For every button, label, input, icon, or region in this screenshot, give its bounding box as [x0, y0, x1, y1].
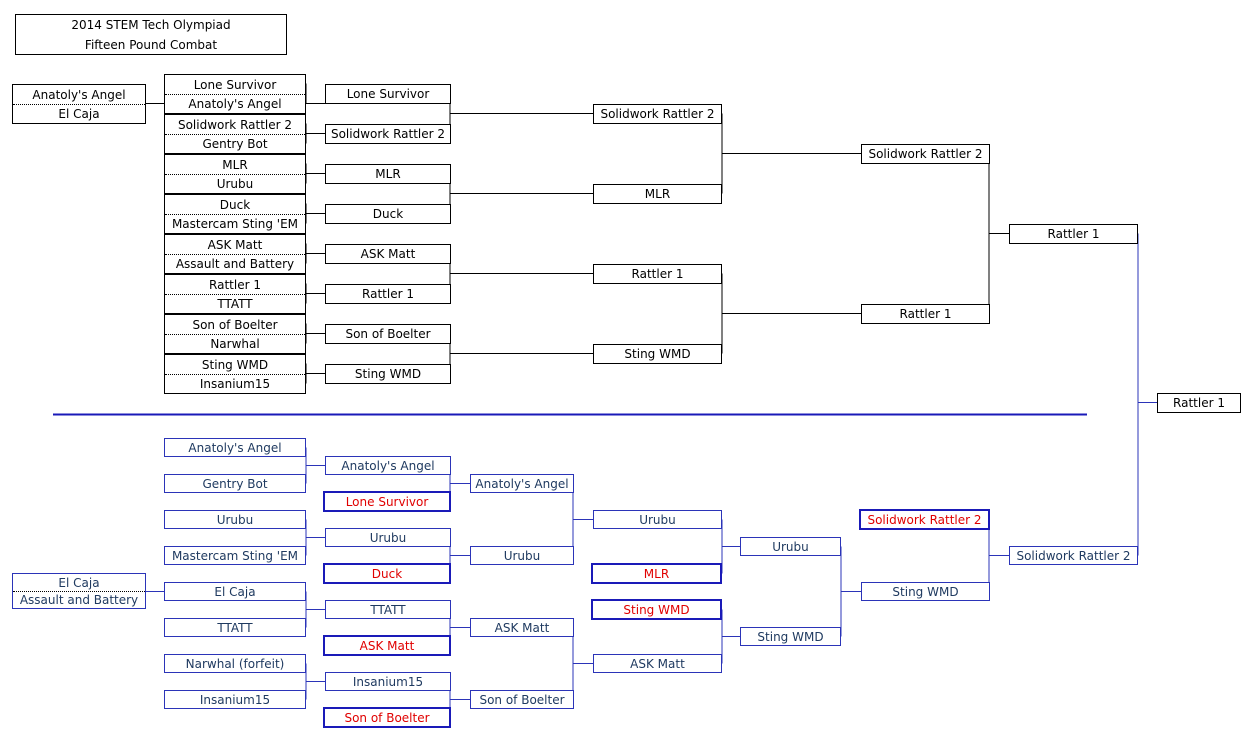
losers-r1-slot: Mastercam Sting 'EM [164, 546, 306, 565]
losers-r2-drop-slot: Lone Survivor [323, 491, 451, 512]
losers-r1-slot: Gentry Bot [164, 474, 306, 493]
winners-prelim-match: Anatoly's Angel El Caja [12, 84, 146, 124]
losers-bracket-champion: Solidwork Rattler 2 [1009, 546, 1138, 565]
winners-r2-slot: Lone Survivor [325, 84, 451, 104]
losers-bracket-lines [146, 233, 1157, 718]
losers-r5-slot: Urubu [740, 537, 841, 556]
competitor: Assault and Battery [175, 256, 295, 271]
competitor: Son of Boelter [165, 315, 305, 335]
losers-r2-slot: Anatoly's Angel [325, 456, 451, 475]
competitor: Insanium15 [199, 376, 271, 391]
competitor: Sting WMD [165, 355, 305, 375]
winners-r4-slot: Rattler 1 [861, 304, 990, 324]
competitor: Gentry Bot [202, 136, 268, 151]
competitor: Narwhal [210, 336, 260, 351]
winners-r1-match: Duck Mastercam Sting 'EM [164, 194, 306, 234]
competitor: Rattler 1 [165, 275, 305, 295]
competitor: El Caja [13, 574, 145, 592]
competitor: Mastercam Sting 'EM [171, 216, 299, 231]
losers-r1-slot: Insanium15 [164, 690, 306, 709]
losers-r2-slot: Urubu [325, 528, 451, 547]
competitor: TTATT [217, 296, 253, 311]
losers-r2-slot: Insanium15 [325, 672, 451, 691]
losers-r3-slot: Son of Boelter [470, 690, 574, 709]
losers-r1-slot: TTATT [164, 618, 306, 637]
grand-final-winner: Rattler 1 [1157, 393, 1241, 413]
losers-r4-slot: Urubu [593, 510, 722, 529]
competitor: El Caja [58, 106, 100, 121]
winners-r1-match: MLR Urubu [164, 154, 306, 194]
winners-r4-slot: Solidwork Rattler 2 [861, 144, 990, 164]
losers-r1-slot: El Caja [164, 582, 306, 601]
winners-r3-slot: Sting WMD [593, 344, 722, 364]
losers-r4-drop-slot: Sting WMD [591, 599, 722, 620]
competitor: ASK Matt [165, 235, 305, 255]
losers-r4-slot: ASK Matt [593, 654, 722, 673]
competitor: Assault and Battery [19, 592, 139, 607]
losers-r6-slot: Sting WMD [861, 582, 990, 601]
winners-r1-match: Son of Boelter Narwhal [164, 314, 306, 354]
winners-bracket-champion: Rattler 1 [1009, 224, 1138, 244]
losers-r1-slot: Narwhal (forfeit) [164, 654, 306, 673]
winners-r3-slot: Solidwork Rattler 2 [593, 104, 722, 124]
competitor: Anatoly's Angel [188, 96, 282, 111]
winners-r2-slot: MLR [325, 164, 451, 184]
competitor: Anatoly's Angel [13, 85, 145, 105]
losers-r1-slot: Anatoly's Angel [164, 438, 306, 457]
competitor: Solidwork Rattler 2 [165, 115, 305, 135]
competitor: MLR [165, 155, 305, 175]
losers-r3-slot: ASK Matt [470, 618, 574, 637]
winners-r1-match: Solidwork Rattler 2 Gentry Bot [164, 114, 306, 154]
title-line2: Fifteen Pound Combat [84, 37, 218, 52]
winners-r3-slot: Rattler 1 [593, 264, 722, 284]
losers-r4-drop-slot: MLR [591, 563, 722, 584]
competitor: Lone Survivor [165, 75, 305, 95]
losers-prelim-match: El Caja Assault and Battery [12, 573, 146, 609]
winners-r1-match: Rattler 1 TTATT [164, 274, 306, 314]
losers-r1-slot: Urubu [164, 510, 306, 529]
winners-r2-slot: Rattler 1 [325, 284, 451, 304]
winners-r1-match: Sting WMD Insanium15 [164, 354, 306, 394]
losers-r3-slot: Anatoly's Angel [470, 474, 574, 493]
losers-r6-drop-slot: Solidwork Rattler 2 [859, 509, 990, 530]
losers-r5-slot: Sting WMD [740, 627, 841, 646]
tournament-title: 2014 STEM Tech Olympiad Fifteen Pound Co… [15, 14, 287, 55]
winners-r2-slot: Son of Boelter [325, 324, 451, 344]
winners-r1-match: Lone Survivor Anatoly's Angel [164, 74, 306, 114]
losers-r2-slot: TTATT [325, 600, 451, 619]
losers-r3-slot: Urubu [470, 546, 574, 565]
winners-r2-slot: ASK Matt [325, 244, 451, 264]
winners-r2-slot: Sting WMD [325, 364, 451, 384]
losers-r2-drop-slot: Son of Boelter [323, 707, 451, 728]
competitor: Urubu [216, 176, 254, 191]
losers-r2-drop-slot: Duck [323, 563, 451, 584]
winners-r3-slot: MLR [593, 184, 722, 204]
title-line1: 2014 STEM Tech Olympiad [71, 17, 231, 32]
winners-r1-match: ASK Matt Assault and Battery [164, 234, 306, 274]
losers-r2-drop-slot: ASK Matt [323, 635, 451, 656]
competitor: Duck [165, 195, 305, 215]
winners-r2-slot: Duck [325, 204, 451, 224]
winners-r2-slot: Solidwork Rattler 2 [325, 124, 451, 144]
